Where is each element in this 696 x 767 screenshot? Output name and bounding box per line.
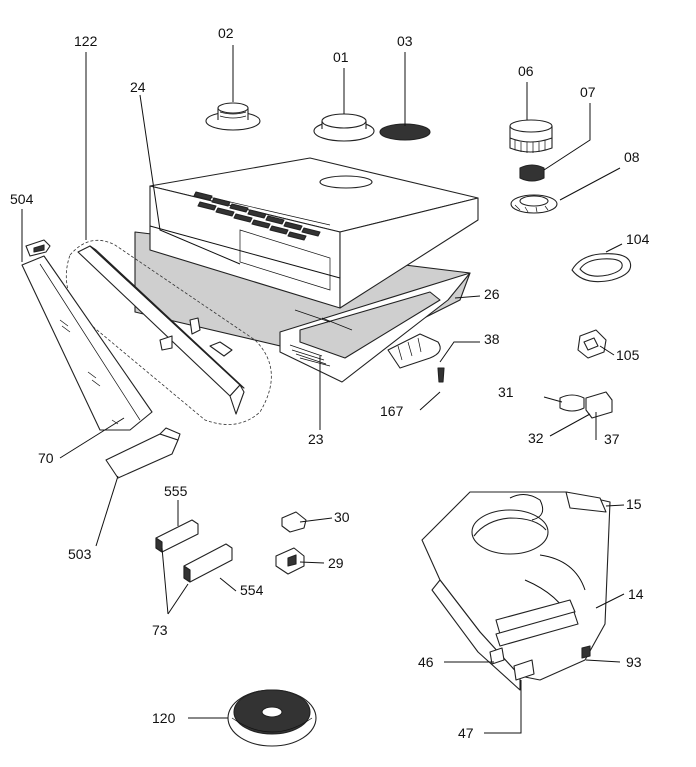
label-38: 38	[484, 331, 500, 347]
part-08-fan-wheel	[510, 194, 558, 214]
part-06-motor	[509, 119, 553, 153]
label-31: 31	[498, 384, 514, 400]
label-93: 93	[626, 654, 642, 670]
label-122: 122	[74, 33, 98, 49]
part-503-clip	[105, 427, 181, 479]
label-120: 120	[152, 710, 176, 726]
label-03: 03	[397, 33, 413, 49]
part-555-switch	[155, 519, 199, 553]
label-46: 46	[418, 654, 434, 670]
part-47-part	[513, 659, 535, 681]
part-01-ring	[313, 113, 375, 142]
part-07-capacitor	[519, 164, 545, 182]
part-167-screw	[437, 367, 445, 383]
label-01: 01	[333, 49, 349, 65]
part-104-gasket	[571, 253, 632, 283]
label-554: 554	[240, 582, 264, 598]
label-08: 08	[624, 149, 640, 165]
part-70-glass-panel	[21, 255, 153, 431]
label-70: 70	[38, 450, 54, 466]
label-32: 32	[528, 430, 544, 446]
label-29: 29	[328, 555, 344, 571]
label-30: 30	[334, 509, 350, 525]
part-105-clip	[577, 329, 607, 359]
part-31-lamp	[559, 394, 585, 412]
label-15: 15	[626, 496, 642, 512]
label-504: 504	[10, 191, 34, 207]
label-503: 503	[68, 546, 92, 562]
label-104: 104	[626, 231, 650, 247]
label-47: 47	[458, 725, 474, 741]
label-26: 26	[484, 286, 500, 302]
label-73: 73	[152, 622, 168, 638]
part-29-holder	[275, 547, 305, 575]
part-14-housing	[421, 491, 611, 691]
part-02-collar	[205, 102, 261, 131]
part-23-grille	[289, 344, 331, 367]
part-122-front-trim	[65, 239, 272, 425]
part-26-filter-tray	[279, 272, 471, 383]
part-03-disc	[379, 123, 431, 141]
label-23: 23	[308, 431, 324, 447]
label-37: 37	[604, 431, 620, 447]
part-labels: 02 01 03 06 07 08 104 105 122 24 504 26 …	[10, 25, 650, 741]
part-37-lampholder	[585, 391, 613, 419]
part-554-switch	[183, 543, 233, 583]
label-167: 167	[380, 403, 404, 419]
label-555: 555	[164, 483, 188, 499]
label-06: 06	[518, 63, 534, 79]
leader-lines	[21, 45, 625, 734]
part-504-clip	[25, 239, 51, 257]
label-02: 02	[218, 25, 234, 41]
label-14: 14	[628, 586, 644, 602]
hood-vents	[193, 191, 321, 241]
part-120-charcoal-filter	[227, 689, 317, 747]
label-105: 105	[616, 347, 640, 363]
label-24: 24	[130, 79, 146, 95]
part-30-clip	[281, 511, 307, 533]
part-46-part	[489, 647, 505, 665]
label-07: 07	[580, 84, 596, 100]
